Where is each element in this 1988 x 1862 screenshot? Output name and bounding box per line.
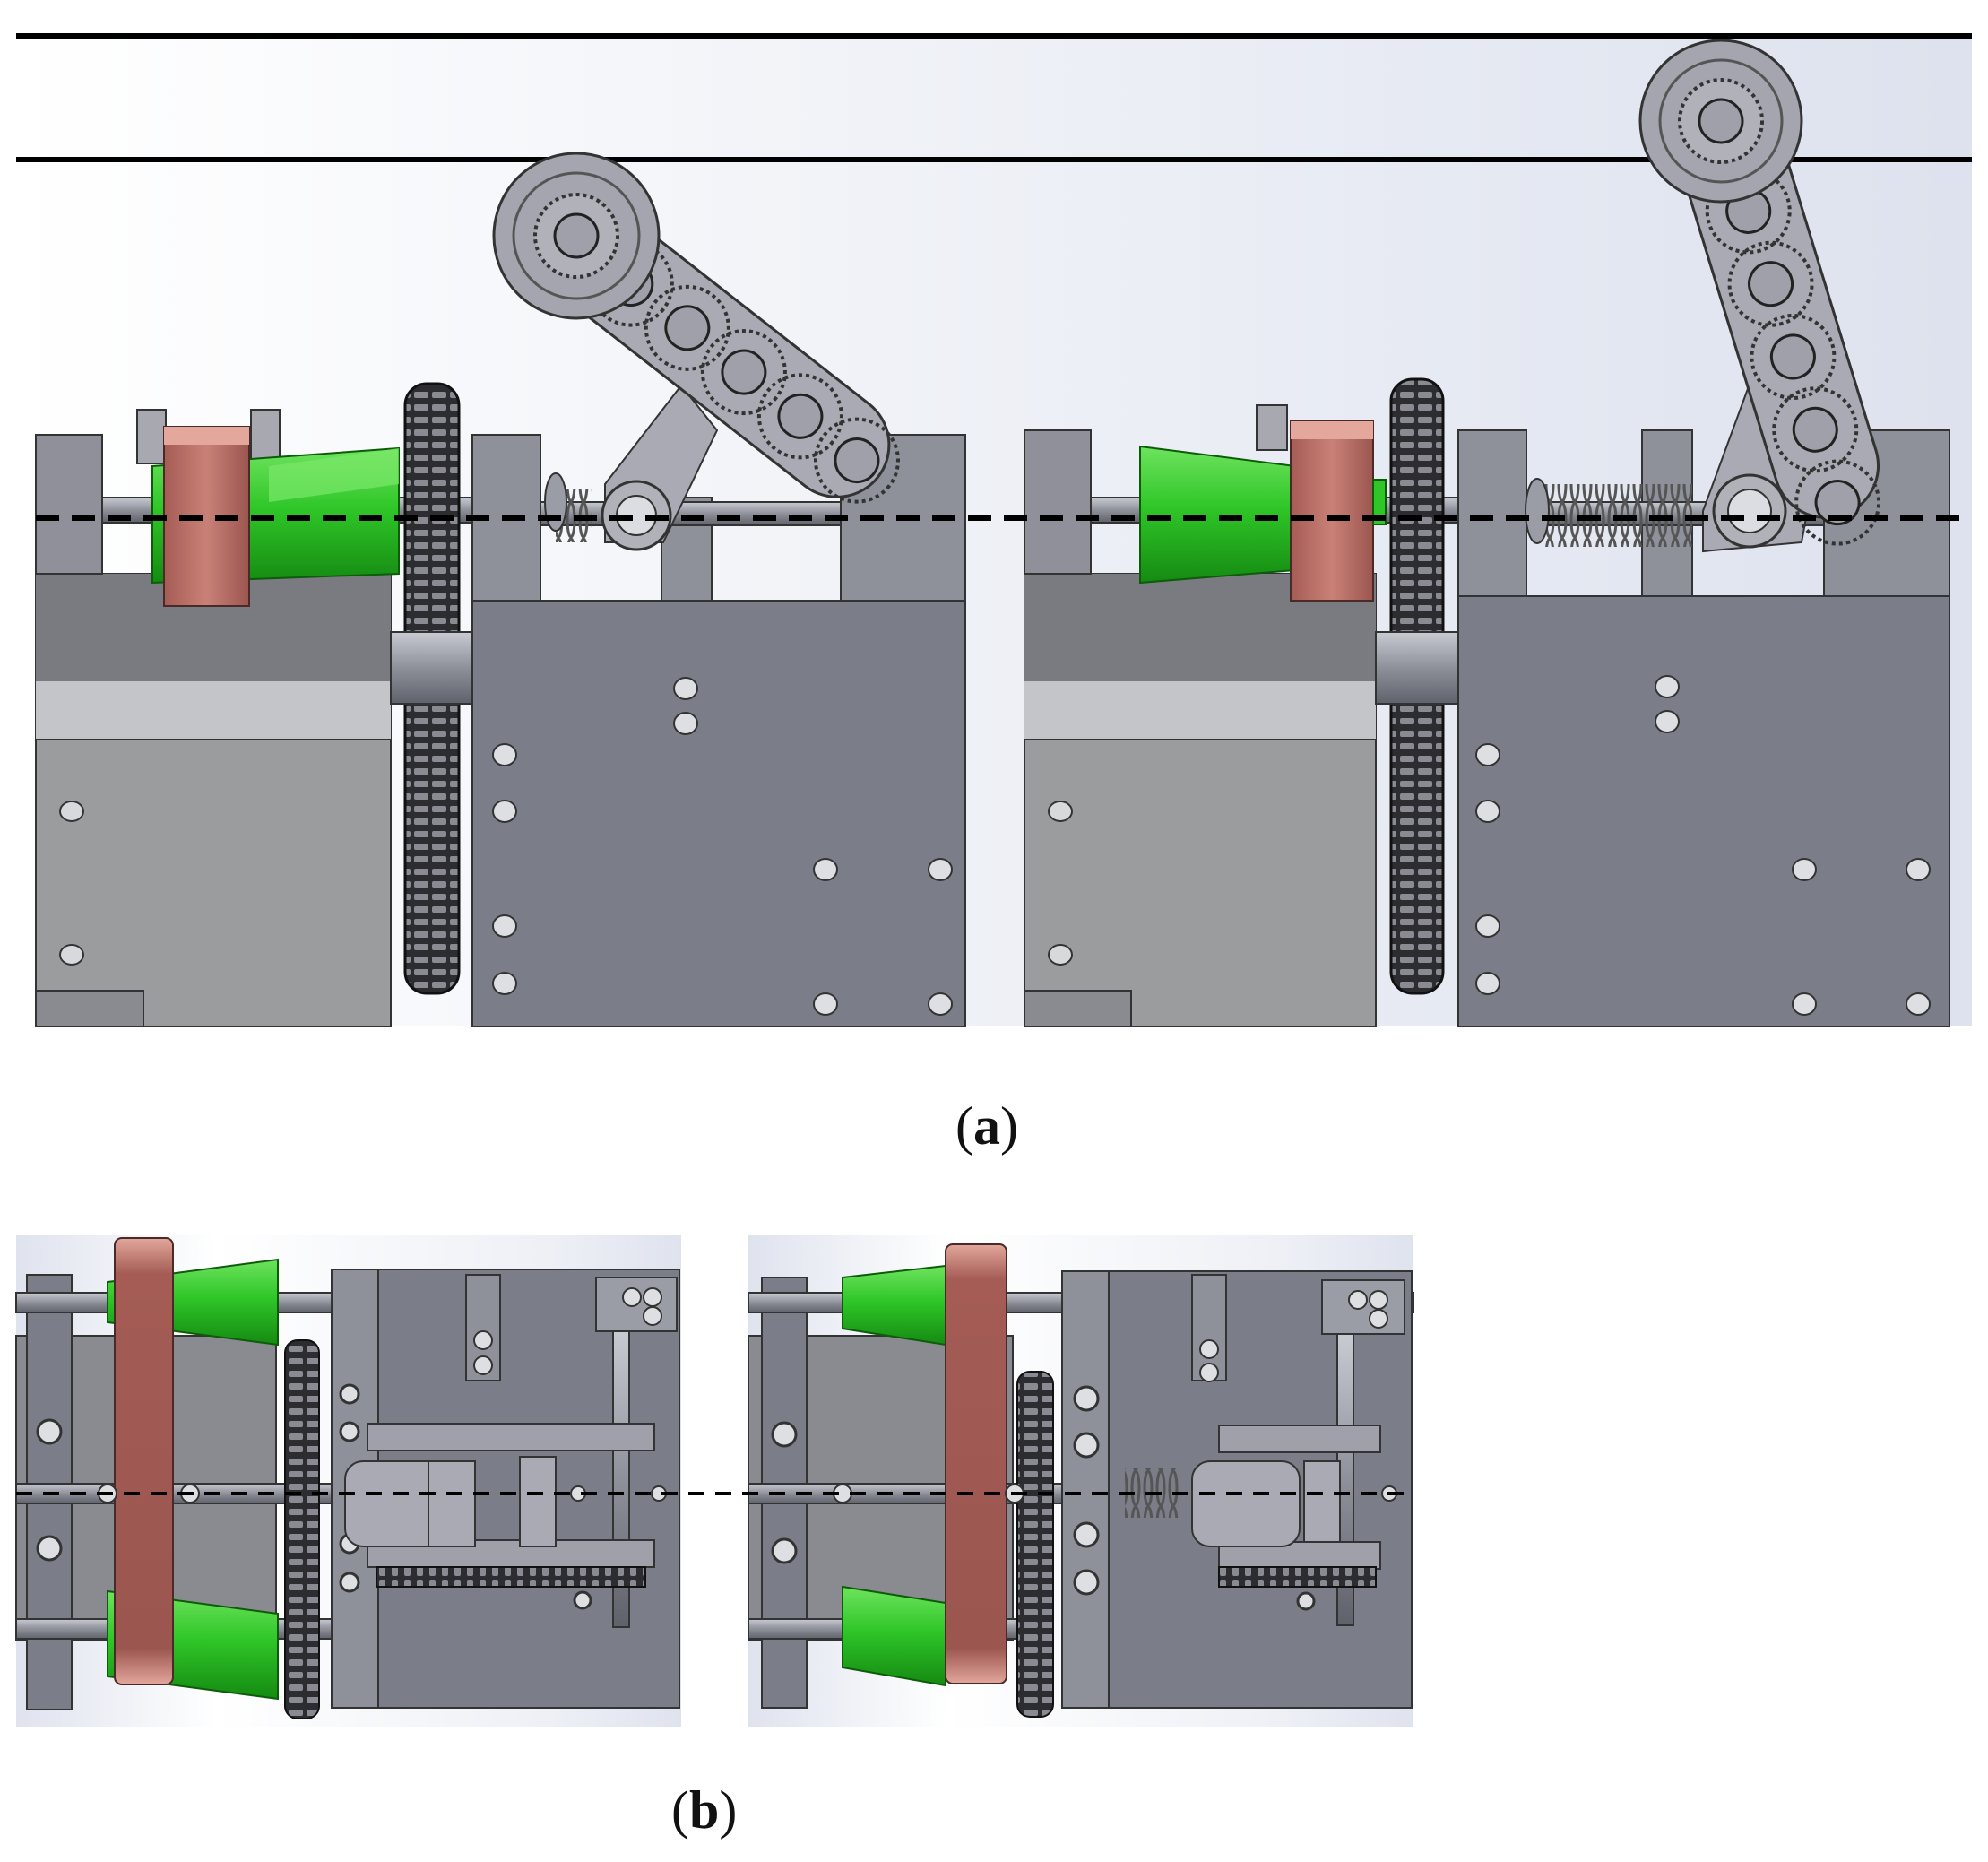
gear-rack-top-view (376, 1566, 646, 1588)
bracket-holes (473, 1330, 493, 1375)
frame-holes (1475, 675, 1931, 1016)
motor-light-band (1024, 681, 1376, 740)
post (136, 409, 167, 464)
green-cone (1139, 445, 1296, 585)
assembly-b-left (15, 1237, 680, 1719)
bracket-holes (1199, 1339, 1219, 1382)
motor-lower-block (1024, 739, 1377, 1027)
linkage-plate (1218, 1541, 1381, 1570)
arm-mid-block (1303, 1460, 1341, 1543)
caption-b: (b) (671, 1780, 737, 1841)
arm-pivot-bore (1727, 489, 1772, 533)
spring-washer (544, 472, 567, 532)
caption-a-close: ) (999, 1096, 1018, 1156)
frame-side-plate (1061, 1270, 1110, 1709)
caption-b-close: ) (719, 1780, 738, 1840)
post (1256, 404, 1288, 451)
red-wheel (1290, 420, 1374, 602)
caption-a-open: ( (955, 1096, 973, 1156)
left-bracket (35, 434, 103, 575)
arm-pivot-block (428, 1460, 476, 1547)
main-frame-block (1457, 595, 1950, 1027)
spring-washer (1525, 478, 1550, 544)
gear-rack-top-view (1218, 1566, 1377, 1588)
caption-b-open: ( (671, 1780, 689, 1840)
side-plate-holes (771, 1421, 798, 1564)
screw-hole (59, 944, 84, 966)
corner-block-holes (1348, 1290, 1388, 1329)
main-frame-block (471, 600, 966, 1027)
green-cone-tip (269, 448, 399, 502)
roller-bore (553, 212, 600, 259)
screw-hole (1048, 944, 1073, 966)
frame-top-holes (1073, 1385, 1316, 1611)
red-wheel (114, 1237, 174, 1685)
green-cone (842, 1585, 946, 1687)
green-cone-ring (1372, 479, 1387, 525)
roller-wheel-inner (512, 171, 641, 300)
assembly-b-right (748, 1243, 1414, 1718)
assembly-a-right (1024, 39, 1950, 1027)
motor-light-band (36, 681, 391, 740)
gear-hub (390, 631, 477, 705)
linkage-plate (1218, 1425, 1381, 1453)
roller-wheel-inner (1658, 58, 1784, 184)
screw-hole (59, 801, 84, 822)
corner-block-holes (622, 1287, 662, 1326)
gear-top-view (1016, 1371, 1054, 1718)
red-wheel-top (164, 427, 249, 445)
panel-a (16, 33, 1972, 1027)
arm-pivot-block (1191, 1460, 1301, 1547)
caption-a: (a) (955, 1096, 1018, 1157)
gear-hub (1375, 631, 1462, 705)
linkage-plate (367, 1423, 655, 1451)
caption-b-letter: b (688, 1780, 720, 1840)
left-bracket (1024, 429, 1092, 575)
panel-b (15, 1235, 1414, 1727)
arm-mid-block (519, 1456, 557, 1547)
caption-a-letter: a (972, 1096, 1000, 1156)
frame-upright-left (1457, 429, 1527, 597)
side-plate-holes (36, 1418, 63, 1562)
post (250, 409, 281, 464)
motor-lower-block (35, 739, 392, 1027)
red-wheel-top (1291, 421, 1373, 439)
screw-hole (1048, 801, 1073, 822)
gear-top-view (284, 1339, 320, 1719)
roller-bore (1698, 98, 1744, 144)
red-wheel (945, 1243, 1007, 1684)
frame-holes (492, 677, 953, 1016)
